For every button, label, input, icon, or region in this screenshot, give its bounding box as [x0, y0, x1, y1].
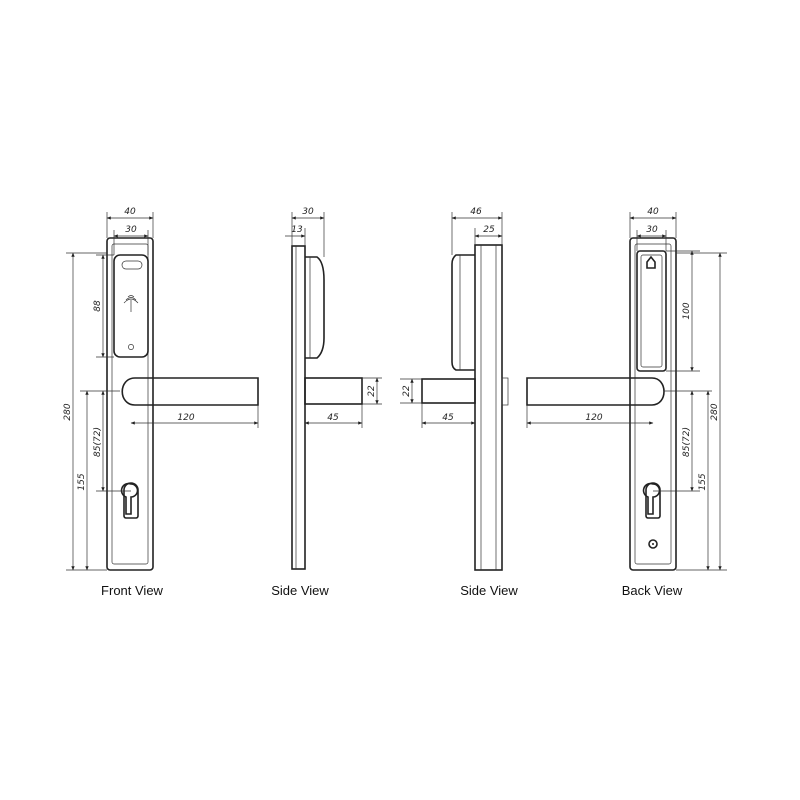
side1-lever — [304, 377, 363, 405]
side-view-left: 30 13 22 45 Side View — [271, 207, 382, 598]
side2-dim-25: 25 — [483, 225, 495, 235]
front-view: 40 30 280 88 85(72) 155 120 Front View — [63, 207, 259, 598]
front-view-caption: Front View — [101, 583, 164, 598]
front-backplate — [106, 237, 154, 571]
back-lever-handle — [526, 377, 665, 406]
front-dim-height-88: 88 — [93, 300, 103, 312]
back-dim-height-100: 100 — [682, 302, 692, 319]
battery-cover — [636, 250, 667, 372]
rfid-waves-icon — [123, 295, 139, 312]
side1-dim-13: 13 — [291, 225, 303, 235]
front-dim-width-30: 30 — [125, 225, 137, 235]
side2-lever — [421, 378, 476, 404]
side1-backplate — [291, 245, 306, 570]
back-dim-width-40: 40 — [647, 207, 659, 217]
back-dim-width-30: 30 — [646, 225, 658, 235]
side2-reader-module — [451, 254, 475, 371]
home-icon — [646, 255, 656, 269]
front-dim-height-280: 280 — [63, 403, 73, 420]
back-view-caption: Back View — [622, 583, 683, 598]
side1-dim-30: 30 — [302, 207, 314, 217]
back-dim-85-72: 85(72) — [682, 427, 692, 457]
emergency-key-icon — [648, 539, 658, 549]
side2-dim-46: 46 — [470, 207, 482, 217]
side2-view-caption: Side View — [460, 583, 518, 598]
back-backplate — [629, 237, 677, 571]
side1-view-caption: Side View — [271, 583, 329, 598]
front-dim-height-155: 155 — [77, 473, 87, 490]
front-dim-width-40: 40 — [124, 207, 136, 217]
side2-dim-45: 45 — [442, 413, 454, 423]
front-dim-85-72: 85(72) — [93, 427, 103, 457]
side1-reader-module — [305, 256, 325, 359]
back-dim-height-155: 155 — [698, 473, 708, 490]
front-lever-handle — [121, 377, 259, 406]
front-dim-lever-120: 120 — [177, 413, 194, 423]
side2-dim-22: 22 — [402, 385, 412, 397]
side1-dim-45: 45 — [327, 413, 339, 423]
cylinder-keyhole-icon-back — [642, 482, 661, 519]
side-view-right: 46 25 22 45 Side View — [400, 207, 518, 598]
cylinder-keyhole-icon — [120, 482, 139, 519]
back-dim-height-280: 280 — [710, 403, 720, 420]
rfid-reader-module — [113, 254, 149, 358]
side2-backplate — [474, 244, 503, 571]
back-dim-lever-120: 120 — [585, 413, 602, 423]
back-view: 40 30 100 280 85(72) 155 120 Back View — [526, 207, 727, 598]
side1-dim-22: 22 — [367, 385, 377, 397]
